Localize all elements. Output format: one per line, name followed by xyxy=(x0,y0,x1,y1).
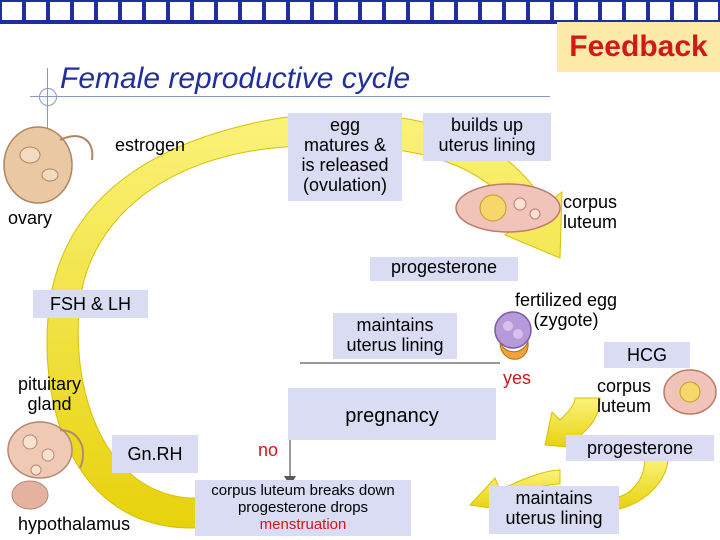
pituitary-gland-line: gland xyxy=(27,394,72,414)
pituitary-gland-label: pituitary gland xyxy=(18,374,81,414)
fsh-lh-box: FSH & LH xyxy=(33,290,148,318)
progesterone-label-right: progesterone xyxy=(586,438,694,458)
header-square xyxy=(386,2,406,20)
breakdown-box: corpus luteum breaks down progesterone d… xyxy=(195,480,411,536)
fsh-lh-label: FSH & LH xyxy=(49,294,132,314)
header-square xyxy=(314,2,334,20)
header-square xyxy=(482,2,502,20)
maintains-lining-box-mid: maintains uterus lining xyxy=(333,313,457,359)
ovulation-line: matures & xyxy=(303,135,387,155)
breakdown-line: progesterone drops xyxy=(237,499,369,516)
pregnancy-box: pregnancy xyxy=(288,388,496,440)
header-square xyxy=(194,2,214,20)
progesterone-label-mid: progesterone xyxy=(390,257,498,277)
header-square xyxy=(338,2,358,20)
pregnancy-arrow-tail xyxy=(544,397,601,449)
ovulation-box: egg matures & is released (ovulation) xyxy=(288,113,402,201)
gnrh-box: Gn.RH xyxy=(112,435,198,473)
maintains-lining-line: maintains xyxy=(515,488,593,508)
ovulation-line: (ovulation) xyxy=(302,175,388,195)
fertilized-egg-line: fertilized egg xyxy=(515,290,618,310)
corpus-luteum-illustration-right xyxy=(663,369,717,415)
estrogen-label: estrogen xyxy=(115,135,186,155)
ovulation-line: egg xyxy=(329,115,361,135)
header-square xyxy=(170,2,190,20)
maintains-lining-box-bottom: maintains uterus lining xyxy=(489,486,619,534)
no-label: no xyxy=(258,440,279,460)
corpus-luteum-label-right: corpus luteum xyxy=(597,376,651,416)
header-square xyxy=(362,2,382,20)
header-square xyxy=(602,2,622,20)
header-square xyxy=(2,2,22,20)
header-square xyxy=(50,2,70,20)
ovulation-line: is released xyxy=(301,155,389,175)
zygote-illustration xyxy=(494,311,532,360)
header-square xyxy=(242,2,262,20)
progesterone-box-right: progesterone xyxy=(566,435,714,461)
fertilized-egg-line: (zygote) xyxy=(533,310,599,330)
maintains-lining-line: uterus lining xyxy=(505,508,603,528)
ovary-illustration xyxy=(3,126,94,204)
hcg-box: HCG xyxy=(604,342,690,368)
corpus-luteum-line: luteum xyxy=(563,212,618,232)
header-square xyxy=(626,2,646,20)
header-square xyxy=(26,2,46,20)
fertilized-egg-label: fertilized egg (zygote) xyxy=(515,290,617,330)
page-title: Female reproductive cycle xyxy=(60,62,411,95)
header-square xyxy=(458,2,478,20)
feedback-banner: Feedback xyxy=(557,22,720,72)
header-square xyxy=(698,2,718,20)
pregnancy-label: pregnancy xyxy=(345,405,439,427)
title-rule xyxy=(30,96,550,97)
builds-lining-line: builds up xyxy=(450,115,524,135)
header-square xyxy=(434,2,454,20)
builds-lining-line: uterus lining xyxy=(438,135,536,155)
corpus-luteum-line: luteum xyxy=(597,396,652,416)
hypothalamus-label: hypothalamus xyxy=(18,514,131,534)
ovary-label: ovary xyxy=(8,208,53,228)
yes-label: yes xyxy=(503,368,532,388)
header-square xyxy=(146,2,166,20)
title-rule-vertical xyxy=(47,68,48,148)
corpus-luteum-line: corpus xyxy=(597,376,652,396)
header-square xyxy=(506,2,526,20)
header-square xyxy=(674,2,694,20)
breakdown-line: corpus luteum breaks down xyxy=(211,482,395,499)
hcg-label: HCG xyxy=(627,345,667,365)
header-square xyxy=(74,2,94,20)
corpus-luteum-illustration-top xyxy=(455,183,561,233)
progesterone-box-mid: progesterone xyxy=(370,257,518,281)
header-square xyxy=(530,2,550,20)
header-square xyxy=(410,2,430,20)
pituitary-gland-line: pituitary xyxy=(18,374,82,394)
header-square xyxy=(218,2,238,20)
header-square xyxy=(578,2,598,20)
pituitary-illustration xyxy=(7,421,85,510)
corpus-luteum-label-top: corpus luteum xyxy=(563,192,617,232)
header-square xyxy=(290,2,310,20)
header-square xyxy=(554,2,574,20)
header-square xyxy=(98,2,118,20)
maintains-lining-line: maintains xyxy=(356,315,434,335)
menstruation-label: menstruation xyxy=(259,516,347,533)
gnrh-label: Gn.RH xyxy=(127,444,183,464)
header-square xyxy=(650,2,670,20)
header-square xyxy=(266,2,286,20)
maintains-lining-line: uterus lining xyxy=(346,335,444,355)
header-square xyxy=(122,2,142,20)
header-bar xyxy=(0,0,720,24)
corpus-luteum-line: corpus xyxy=(563,192,618,212)
builds-lining-box: builds up uterus lining xyxy=(423,113,551,161)
crosshair-icon xyxy=(39,88,57,106)
